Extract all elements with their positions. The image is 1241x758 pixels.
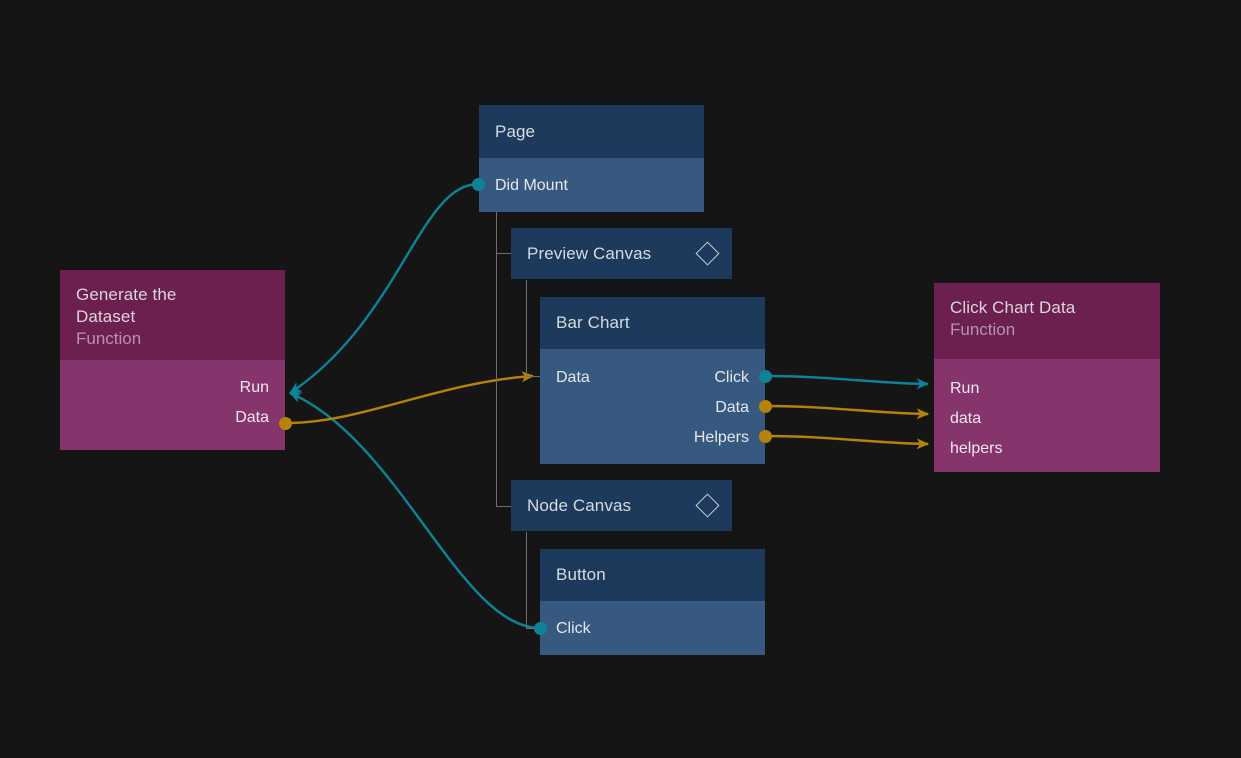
node-node-canvas-header[interactable]: Node Canvas <box>511 480 732 531</box>
port-dot-page-did-mount[interactable] <box>472 178 485 191</box>
wire-barchart-click-to-clickchart-run <box>765 374 930 390</box>
node-click-chart-data[interactable]: Click Chart Data Function Run data helpe… <box>934 283 1160 472</box>
node-button-title: Button <box>556 565 606 584</box>
node-preview-canvas-header[interactable]: Preview Canvas <box>511 228 732 279</box>
diamond-icon <box>695 241 720 266</box>
node-bar-chart-body: Data Click Data Helpers <box>540 349 765 464</box>
node-generate-title: Generate the Dataset <box>76 285 177 326</box>
node-preview-canvas-title: Preview Canvas <box>527 243 652 263</box>
port-dot-bar-chart-data[interactable] <box>759 400 772 413</box>
node-bar-chart-title: Bar Chart <box>556 313 630 332</box>
node-node-canvas[interactable]: Node Canvas <box>511 480 732 531</box>
port-label: Click <box>556 619 591 637</box>
node-page[interactable]: Page Did Mount <box>479 105 704 212</box>
node-generate-body: Run Data <box>60 360 285 450</box>
port-label: data <box>950 409 982 427</box>
node-generate-header[interactable]: Generate the Dataset Function <box>60 270 285 360</box>
node-click-chart-data-title: Click Chart Data <box>950 298 1076 317</box>
node-click-chart-data-body: Run data helpers <box>934 359 1160 472</box>
port-page-event-did-mount[interactable]: Did Mount <box>495 170 568 200</box>
port-bar-chart-out-data[interactable]: Data <box>715 392 749 422</box>
port-label: Data <box>556 368 590 386</box>
node-button-header[interactable]: Button <box>540 549 765 601</box>
port-label: helpers <box>950 439 1003 457</box>
node-preview-canvas[interactable]: Preview Canvas <box>511 228 732 279</box>
tree-line-to-node-canvas <box>496 506 511 507</box>
port-label: Data <box>715 398 749 416</box>
node-button[interactable]: Button Click <box>540 549 765 655</box>
wire-barchart-helpers-to-clickchart-helpers <box>765 434 930 450</box>
node-node-canvas-title: Node Canvas <box>527 495 632 515</box>
wire-page-didmount-to-generate-run <box>288 182 479 394</box>
node-generate-subtitle: Function <box>76 329 142 348</box>
port-bar-chart-in-data[interactable]: Data <box>556 362 590 392</box>
port-dot-bar-chart-helpers[interactable] <box>759 430 772 443</box>
port-dot-generate-data[interactable] <box>279 417 292 430</box>
node-button-body: Click <box>540 601 765 655</box>
tree-line-to-bar-chart <box>526 376 541 377</box>
port-dot-button-click[interactable] <box>534 622 547 635</box>
port-dot-bar-chart-click[interactable] <box>759 370 772 383</box>
port-click-chart-in-run[interactable]: Run <box>950 373 1144 403</box>
port-click-chart-in-data[interactable]: data <box>950 403 1144 433</box>
tree-line-preview-children <box>526 280 527 376</box>
tree-line-page-children <box>496 212 497 507</box>
tree-line-to-preview-canvas <box>496 253 511 254</box>
node-click-chart-data-header[interactable]: Click Chart Data Function <box>934 283 1160 359</box>
port-button-event-click[interactable]: Click <box>556 613 591 643</box>
node-page-title: Page <box>495 121 536 141</box>
node-generate-the-dataset[interactable]: Generate the Dataset Function Run Data <box>60 270 285 450</box>
port-bar-chart-out-helpers[interactable]: Helpers <box>694 422 749 452</box>
port-click-chart-in-helpers[interactable]: helpers <box>950 433 1144 463</box>
tree-line-to-button <box>526 628 541 629</box>
port-bar-chart-out-click[interactable]: Click <box>714 362 749 392</box>
wire-barchart-data-to-clickchart-data <box>765 404 930 420</box>
node-bar-chart-header[interactable]: Bar Chart <box>540 297 765 349</box>
node-click-chart-data-subtitle: Function <box>950 320 1016 339</box>
port-generate-out-run[interactable]: Run <box>76 372 269 402</box>
port-label: Click <box>714 368 749 386</box>
port-generate-out-data[interactable]: Data <box>76 402 269 432</box>
node-bar-chart[interactable]: Bar Chart Data Click Data Helpers <box>540 297 765 464</box>
node-page-header[interactable]: Page <box>479 105 704 158</box>
tree-line-node-canvas-children <box>526 532 527 628</box>
diamond-icon <box>695 493 720 518</box>
port-label: Data <box>235 408 269 426</box>
port-label: Helpers <box>693 428 749 446</box>
wire-button-click-to-generate-run <box>288 391 541 630</box>
port-label: Run <box>950 379 980 397</box>
port-label: Run <box>239 378 269 396</box>
node-page-body: Did Mount <box>479 158 704 212</box>
port-label: Did Mount <box>495 176 568 194</box>
